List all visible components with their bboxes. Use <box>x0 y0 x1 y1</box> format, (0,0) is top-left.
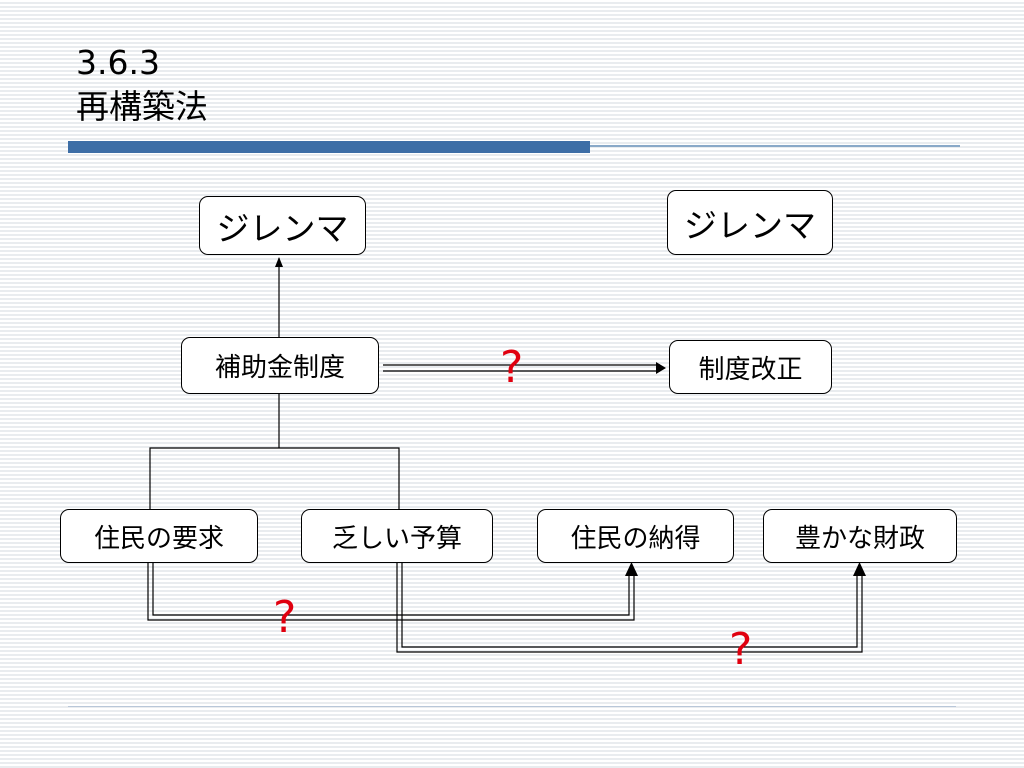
path-demand-to-consent-b <box>152 563 630 616</box>
path-demand-to-consent-head <box>625 562 638 576</box>
section-number: 3.6.3 <box>76 43 160 82</box>
title-underline-accent <box>68 141 590 153</box>
node-resident-consent: 住民の納得 <box>537 509 734 563</box>
node-dilemma-right: ジレンマ <box>667 190 833 255</box>
question-mark-top: ? <box>500 342 524 393</box>
question-mark-bottom: ? <box>729 624 753 675</box>
node-system-reform: 制度改正 <box>669 340 832 394</box>
slide-title: 再構築法 <box>76 87 208 126</box>
arrow-subsidy-to-reform-head <box>656 362 666 374</box>
connector-bracket <box>149 447 400 509</box>
question-mark-mid: ? <box>273 592 297 643</box>
node-rich-finance: 豊かな財政 <box>763 509 957 563</box>
node-subsidy-system: 補助金制度 <box>181 337 379 394</box>
node-resident-demand: 住民の要求 <box>60 509 258 563</box>
node-dilemma-left: ジレンマ <box>199 196 366 255</box>
title-underline-rule <box>590 145 960 147</box>
path-budget-to-finance-a <box>396 563 863 653</box>
footer-rule <box>68 706 956 707</box>
node-scarce-budget: 乏しい予算 <box>301 509 493 563</box>
path-budget-to-finance-head <box>853 562 866 576</box>
path-demand-to-consent-a <box>147 563 635 621</box>
path-budget-to-finance-b <box>401 563 858 648</box>
